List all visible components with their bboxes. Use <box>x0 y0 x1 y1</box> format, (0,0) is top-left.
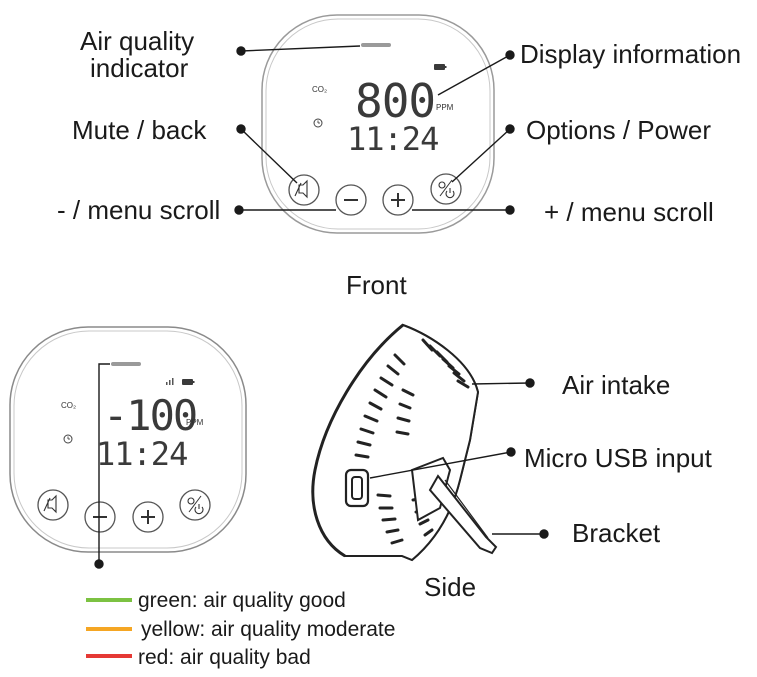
bracket-label: Bracket <box>572 518 661 548</box>
air-intake-label: Air intake <box>562 370 670 400</box>
minus-button[interactable] <box>335 184 367 216</box>
ppm-unit: PPM <box>436 103 454 112</box>
micro-usb-label: Micro USB input <box>524 443 713 473</box>
legend-text-red: red: air quality bad <box>138 646 311 669</box>
side-caption: Side <box>424 572 476 602</box>
color-legend: green: air quality good yellow: air qual… <box>86 589 395 669</box>
ppm-value: 800 <box>355 74 435 128</box>
bracket <box>428 474 498 555</box>
clock-icon-bottom <box>63 434 73 444</box>
signal-icon <box>166 378 174 385</box>
plus-button[interactable] <box>382 184 414 216</box>
options-power-button-bottom[interactable] <box>179 489 211 521</box>
time-display-bottom: 11:24 <box>96 435 187 473</box>
front-leader-lines <box>234 45 515 215</box>
display-information-label: Display information <box>520 39 741 69</box>
air-quality-label-line2: indicator <box>90 53 189 83</box>
time-display: 11:24 <box>347 120 438 158</box>
air-quality-label-line1: Air quality <box>80 26 194 56</box>
front-device: CO₂ 800 PPM 11:24 <box>261 14 495 234</box>
clock-icon <box>313 118 323 128</box>
indicator-pointer <box>94 363 110 569</box>
mute-back-icon <box>294 179 308 199</box>
front-caption: Front <box>346 270 407 300</box>
minus-button-bottom[interactable] <box>84 501 116 533</box>
co2-label: CO₂ <box>312 85 327 94</box>
legend-text-green: green: air quality good <box>138 589 346 612</box>
options-power-icon <box>438 179 455 199</box>
minus-menu-label: - / menu scroll <box>57 195 220 225</box>
legend-item-yellow: yellow: air quality moderate <box>86 618 395 641</box>
mute-back-label: Mute / back <box>72 115 207 145</box>
options-power-label: Options / Power <box>526 115 711 145</box>
co2-label-bottom: CO₂ <box>61 401 76 410</box>
mute-back-button-bottom[interactable] <box>37 489 69 521</box>
legend-item-green: green: air quality good <box>86 589 346 612</box>
plus-icon <box>391 193 405 207</box>
battery-icon <box>434 64 447 70</box>
side-leader-lines <box>369 378 549 539</box>
ppm-value-bottom: -100 <box>103 391 196 440</box>
legend-text-yellow: yellow: air quality moderate <box>141 618 395 641</box>
air-quality-indicator-bar-bottom <box>111 362 141 366</box>
plus-button-bottom[interactable] <box>132 501 164 533</box>
ppm-unit-bottom: PPM <box>186 418 204 427</box>
legend-item-red: red: air quality bad <box>86 646 311 669</box>
bottom-device: CO₂ -100 PPM 11:24 <box>9 326 247 553</box>
plus-menu-label: + / menu scroll <box>544 197 714 227</box>
air-quality-indicator-bar <box>361 43 391 47</box>
battery-icon-bottom <box>182 379 195 385</box>
micro-usb-port <box>344 468 370 508</box>
side-device <box>311 323 498 562</box>
